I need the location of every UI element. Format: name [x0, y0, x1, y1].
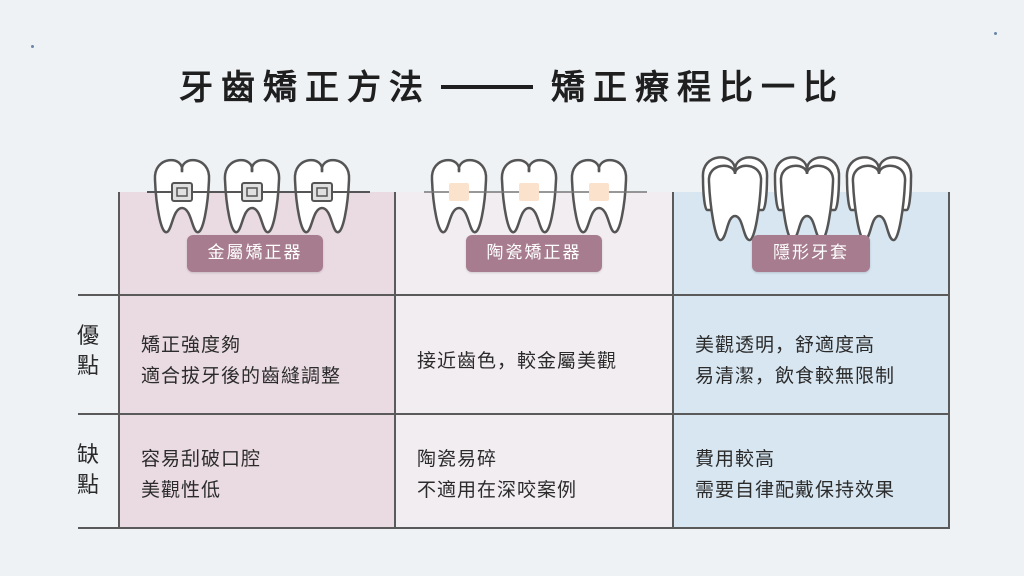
- cell-line: 費用較高: [695, 448, 776, 470]
- grid-line: [672, 192, 674, 528]
- cons-label-text: 缺點: [77, 443, 100, 498]
- cell-line: 容易刮破口腔: [141, 448, 262, 470]
- cell-line: 矯正強度夠: [141, 334, 242, 356]
- title-dash: [441, 84, 533, 89]
- metal-braces-teeth-icon: [147, 158, 370, 234]
- grid-line: [78, 413, 950, 415]
- ceramic-braces-teeth-icon: [424, 158, 647, 234]
- pros-label-text: 優點: [77, 324, 100, 379]
- grid-line: [948, 192, 950, 528]
- cell-line: 易清潔，飲食較無限制: [695, 365, 896, 387]
- metal-pros-cell: 矯正強度夠 適合拔牙後的齒縫調整: [141, 330, 341, 392]
- cell-line: 美觀透明，舒適度高: [695, 334, 876, 356]
- ceramic-braces-label: 陶瓷矯正器: [466, 235, 602, 272]
- metal-braces-label: 金屬矯正器: [187, 235, 323, 272]
- metal-cons-cell: 容易刮破口腔 美觀性低: [141, 444, 261, 506]
- page-title: 牙齒矯正方法 矯正療程比一比: [0, 60, 1024, 109]
- aligner-pros-cell: 美觀透明，舒適度高 易清潔，飲食較無限制: [695, 330, 895, 392]
- cell-line: 適合拔牙後的齒縫調整: [141, 365, 342, 387]
- cell-line: 需要自律配戴保持效果: [695, 479, 896, 501]
- cons-row-label: 缺點: [68, 441, 108, 501]
- cell-line: 不適用在深咬案例: [417, 479, 578, 501]
- decor-dot: [994, 32, 997, 35]
- title-left: 牙齒矯正方法: [179, 68, 431, 108]
- cell-line: 接近齒色，較金屬美觀: [417, 350, 618, 372]
- cell-line: 陶瓷易碎: [417, 448, 498, 470]
- grid-line: [78, 527, 950, 529]
- ceramic-cons-cell: 陶瓷易碎 不適用在深咬案例: [417, 444, 577, 506]
- ceramic-pros-cell: 接近齒色，較金屬美觀: [417, 346, 617, 377]
- grid-line: [394, 192, 396, 528]
- pros-row-label: 優點: [68, 322, 108, 382]
- title-right: 矯正療程比一比: [551, 68, 845, 108]
- decor-dot: [31, 45, 34, 48]
- grid-line: [118, 192, 120, 528]
- aligner-cons-cell: 費用較高 需要自律配戴保持效果: [695, 444, 895, 506]
- clear-aligner-label: 隱形牙套: [752, 235, 870, 272]
- grid-line: [78, 294, 950, 296]
- cell-line: 美觀性低: [141, 479, 222, 501]
- clear-aligner-teeth-icon: [701, 156, 913, 242]
